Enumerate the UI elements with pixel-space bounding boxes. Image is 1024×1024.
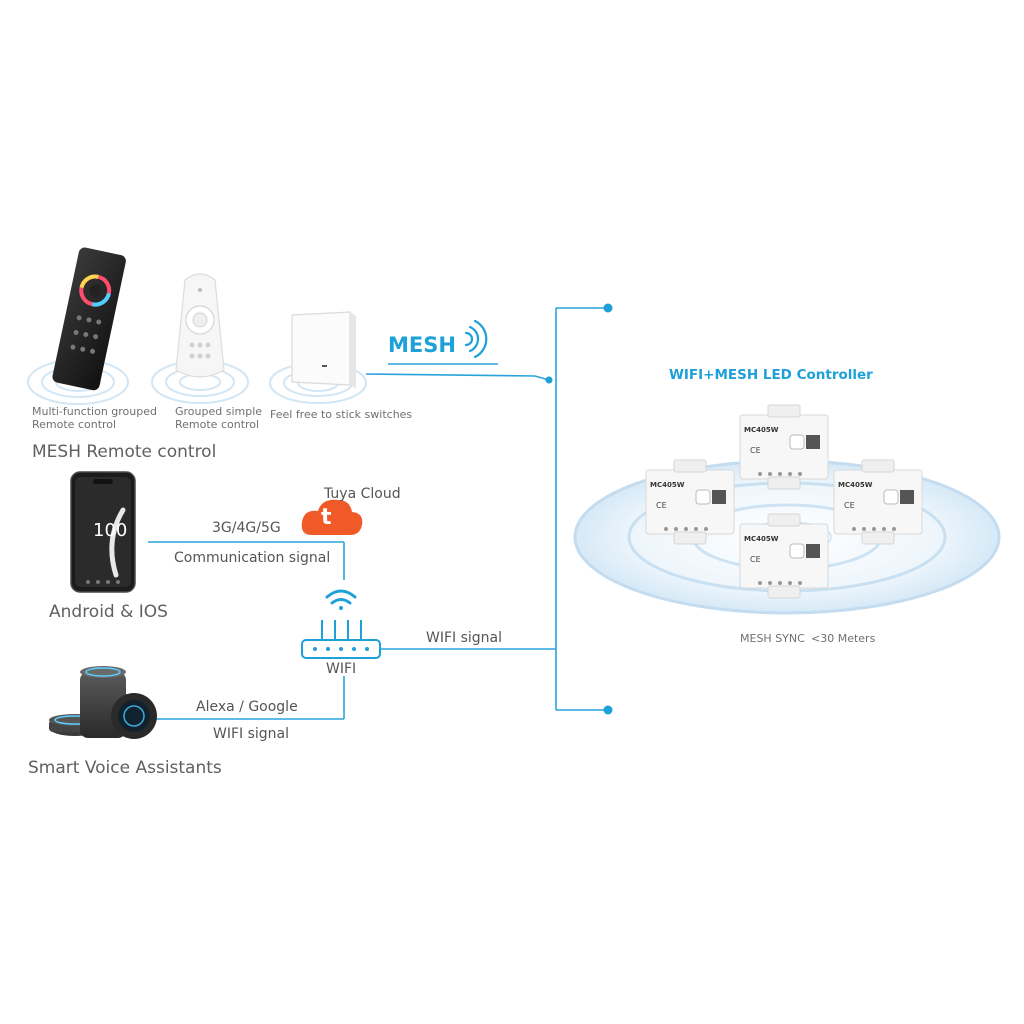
- tuya-cloud-label: Tuya Cloud: [324, 486, 401, 502]
- mobile-network-label: 3G/4G/5G: [212, 520, 281, 536]
- wifi-icon: [325, 589, 357, 610]
- app-screen-value: 100: [93, 520, 128, 541]
- controller-module: [645, 459, 735, 545]
- communication-signal-label: Communication signal: [174, 550, 331, 566]
- mesh-signal-icon: [464, 319, 488, 359]
- stick-switch: [291, 311, 356, 388]
- bus-node-bottom: [603, 705, 613, 715]
- module-model-label: MC405W: [650, 481, 685, 489]
- grouped-simple-line-2: Remote control: [175, 418, 260, 431]
- grouped-simple-remote-label: Grouped simple Remote control: [175, 405, 262, 431]
- module-model-label: MC405W: [744, 535, 779, 543]
- mesh-label: MESH: [388, 333, 456, 357]
- module-ce-mark: CE: [750, 555, 761, 564]
- multi-function-remote-label: Multi-function grouped Remote control: [32, 405, 157, 431]
- router-icon: [301, 620, 381, 659]
- tuya-logo-letter: t: [321, 505, 332, 530]
- stick-switch-label: Feel free to stick switches: [270, 408, 413, 421]
- controller-module: [833, 459, 923, 545]
- connection-lines: [148, 307, 608, 720]
- voice-assistant-brands-label: Alexa / Google: [196, 699, 298, 715]
- mesh-link-line: [365, 373, 550, 381]
- multi-function-remote: [52, 247, 126, 391]
- controller-module: [739, 513, 829, 599]
- mesh-remote-group-label: MESH Remote control: [32, 442, 217, 462]
- module-model-label: MC405W: [838, 481, 873, 489]
- bus-nodes: [545, 303, 613, 715]
- controller-title: WIFI+MESH LED Controller: [669, 367, 873, 383]
- mesh-junction-node: [545, 376, 553, 384]
- module-model-label: MC405W: [744, 426, 779, 434]
- multi-function-line-2: Remote control: [32, 418, 117, 431]
- mesh-sync-label: MESH SYNC: [740, 632, 805, 645]
- grouped-simple-remote: [175, 273, 225, 378]
- bus-node-top: [603, 303, 613, 313]
- tuya-cloud-icon: [301, 499, 363, 535]
- controller-module: [739, 404, 829, 490]
- voice-assistants-label: Smart Voice Assistants: [28, 758, 222, 778]
- voice-wifi-signal-label: WIFI signal: [213, 726, 290, 742]
- wifi-signal-label: WIFI signal: [426, 630, 503, 646]
- module-ce-mark: CE: [750, 446, 761, 455]
- app-label: Android & IOS: [49, 602, 168, 622]
- smartphone: [70, 471, 136, 593]
- grouped-simple-line-1: Grouped simple: [175, 405, 263, 418]
- multi-function-line-1: Multi-function grouped: [32, 405, 157, 418]
- module-ce-mark: CE: [844, 501, 855, 510]
- router-label: WIFI: [326, 661, 357, 677]
- module-ce-mark: CE: [656, 501, 667, 510]
- smart-speakers: [49, 666, 157, 739]
- mesh-sync-range-label: <30 Meters: [811, 632, 876, 645]
